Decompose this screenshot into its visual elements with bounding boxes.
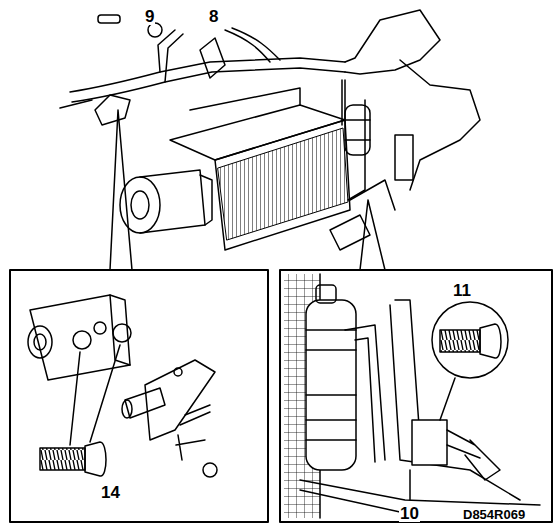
inset-frame (280, 270, 552, 522)
plug-thread (440, 330, 480, 352)
detail-circle (432, 302, 508, 378)
leader-line (70, 345, 120, 445)
callout-number: 8 (208, 8, 219, 25)
condenser-fins (218, 128, 348, 240)
fitting (95, 95, 130, 125)
plug (480, 324, 501, 358)
bracket (345, 10, 440, 74)
pipe-stub (122, 400, 132, 418)
callout-number: 11 (452, 282, 472, 299)
pipe (225, 28, 280, 62)
leader-line (360, 200, 385, 270)
plug-thread (40, 448, 85, 470)
pipe (60, 100, 92, 108)
shroud-edge (190, 88, 300, 110)
callout-number: 9 (144, 8, 155, 25)
hose-end (98, 15, 120, 23)
drawing-code: D854R069 (462, 508, 526, 521)
leader-line (110, 110, 132, 270)
receiver-dryer (345, 105, 370, 155)
grommet (148, 23, 162, 37)
hose (70, 58, 345, 92)
bolt-hole (174, 368, 182, 376)
valve-port (73, 331, 91, 349)
pipe (345, 325, 385, 462)
body-panel (400, 60, 480, 190)
compressor-pulley (131, 191, 149, 219)
valve-port (28, 326, 52, 358)
receiver-dryer (345, 120, 370, 140)
receiver-dryer (306, 300, 356, 470)
receiver-dryer (306, 330, 356, 440)
compressor (200, 175, 212, 225)
pipe (158, 30, 183, 82)
pressure-switch (395, 135, 413, 180)
callout-number: 14 (100, 484, 121, 501)
pressure-switch (412, 420, 447, 465)
valve-port (34, 334, 46, 350)
bolt (176, 435, 205, 460)
valve-port (113, 324, 131, 342)
bracket (330, 180, 395, 250)
pipe-stub (180, 405, 210, 425)
inset-frame (10, 270, 268, 522)
dryer-cap (316, 285, 336, 303)
expansion-valve (110, 295, 130, 365)
bracket (390, 300, 520, 500)
callout-number: 10 (399, 505, 420, 522)
expansion-valve (30, 295, 130, 380)
plug (85, 442, 106, 476)
bolt-head (203, 463, 217, 477)
leader-line (409, 470, 411, 500)
leader-line (440, 378, 455, 420)
connector (447, 430, 500, 480)
hose-clamp (200, 38, 225, 78)
valve-port (94, 322, 106, 334)
compressor (140, 170, 205, 233)
flange-plate (145, 360, 215, 440)
